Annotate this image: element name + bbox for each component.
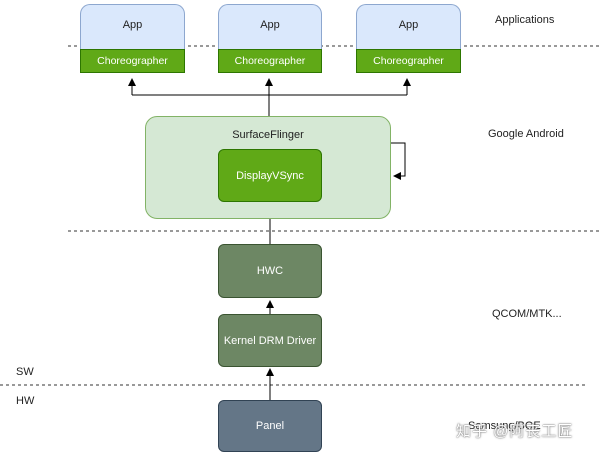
choreographer-label: Choreographer (234, 55, 306, 67)
choreographer-box-1[interactable]: Choreographer (80, 49, 185, 73)
app-box-3[interactable]: App (356, 4, 461, 49)
choreographer-box-2[interactable]: Choreographer (218, 49, 322, 73)
app-box-2[interactable]: App (218, 4, 322, 49)
choreographer-label: Choreographer (373, 55, 444, 67)
connector-sf-self-loop (390, 142, 406, 180)
hwc-box[interactable]: HWC (218, 244, 322, 298)
panel-label: Panel (255, 420, 285, 432)
displayvsync-box[interactable]: DisplayVSync (218, 149, 322, 202)
hwc-label: HWC (256, 265, 284, 277)
layer-label-oem: Samsung/BOE (468, 420, 541, 432)
kernel-drm-driver-box[interactable]: Kernel DRM Driver (218, 314, 322, 367)
layer-label-hw: HW (16, 395, 35, 407)
app-label: App (398, 19, 419, 31)
app-box-1[interactable]: App (80, 4, 185, 49)
layer-label-sw: SW (16, 366, 34, 378)
panel-box[interactable]: Panel (218, 400, 322, 452)
choreographer-box-3[interactable]: Choreographer (356, 49, 461, 73)
watermark: 知乎 @阿丧工匠 (456, 423, 574, 440)
layer-label-applications: Applications (495, 14, 555, 26)
app-label: App (122, 19, 143, 31)
kernel-drm-driver-label: Kernel DRM Driver (223, 334, 317, 347)
layer-label-vendor: QCOM/MTK... (492, 308, 562, 320)
layer-label-google-android: Google Android (488, 128, 564, 140)
choreographer-label: Choreographer (97, 55, 168, 67)
app-label: App (260, 19, 280, 31)
displayvsync-label: DisplayVSync (236, 169, 304, 182)
surfaceflinger-title: SurfaceFlinger (232, 129, 304, 141)
